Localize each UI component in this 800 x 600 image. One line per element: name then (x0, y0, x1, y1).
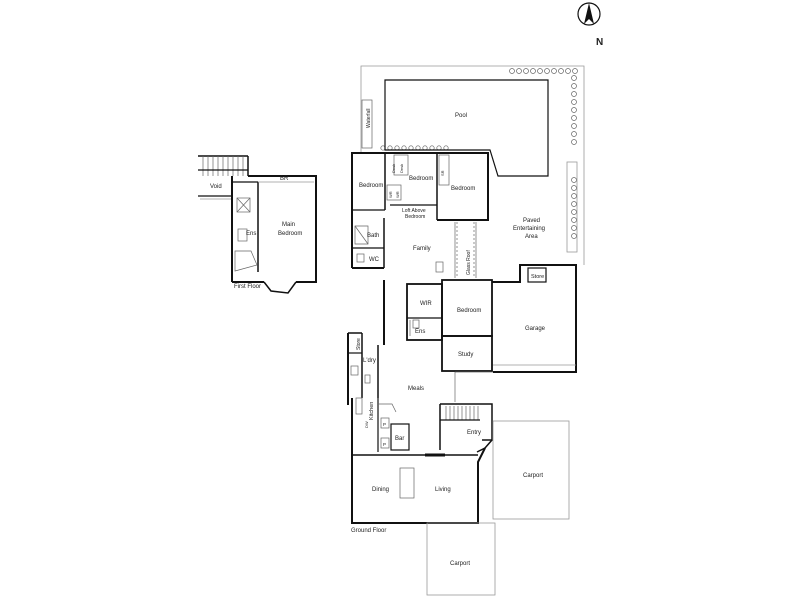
carport-right (492, 420, 570, 520)
garden-hedge (380, 68, 578, 239)
pantry-label-2: P (383, 442, 386, 447)
entry-label: Entry (467, 430, 481, 436)
north-label: N (596, 37, 603, 48)
carport-bottom (426, 522, 496, 596)
bedroom-left-label: Bedroom (359, 183, 383, 189)
paved-area-label-2: Entertaining (513, 226, 545, 232)
desk-label-2: Desk (399, 164, 404, 173)
wc-label: WC (369, 257, 380, 263)
void-label: Void (210, 184, 222, 190)
living-label: Living (435, 487, 451, 493)
br-label: BR (280, 176, 289, 182)
carport-right-label: Carport (523, 473, 543, 479)
pool-outline (384, 79, 549, 177)
carport-bottom-label: Carport (450, 561, 470, 567)
dishwasher-label: DW (364, 421, 369, 428)
loft-above-label-1: Loft Above (402, 208, 426, 214)
bedroom-ensuite-label: Bedroom (457, 308, 481, 314)
meals-label: Meals (408, 386, 424, 392)
desk-label-1: Desk (391, 164, 396, 173)
paved-area-label-1: Paved (523, 218, 540, 224)
ground-floor-plan: Pool Waterfall Bedroom Bedroom Bedroom D… (347, 65, 585, 596)
ensuite-label-ground: Ens (415, 329, 425, 335)
bath-label: Bath (367, 233, 379, 239)
pantry-label-1: P (383, 422, 386, 427)
main-bedroom-label-2: Bedroom (278, 231, 302, 237)
main-bedroom-label-1: Main (282, 222, 295, 228)
wr-label-1: WR (388, 191, 393, 198)
waterfall-label: Waterfall (366, 108, 372, 128)
loft-above-label-2: Bedroom (405, 214, 425, 220)
wr-label-2: WR (395, 191, 400, 198)
glass-roof-label: Glass Roof (466, 250, 472, 275)
first-floor-stairs (198, 155, 249, 176)
study-label: Study (458, 352, 473, 358)
dining-label: Dining (372, 487, 389, 493)
wir-label: WIR (420, 301, 432, 307)
laundry-label: L'dry (363, 358, 376, 364)
bedroom-right-label: Bedroom (451, 186, 475, 192)
ensuite-label-first: Ens (246, 231, 256, 237)
sr-label: SR (440, 170, 445, 176)
ground-floor-caption: Ground Floor (351, 528, 386, 534)
family-label: Family (413, 246, 431, 252)
entry-stairs (439, 403, 493, 450)
garage-store-label: Store (531, 274, 544, 280)
pool-label: Pool (455, 113, 467, 119)
bedroom-middle-label: Bedroom (409, 176, 433, 182)
first-floor-plan: Void BR Main Bedroom Ens First Floor (198, 155, 317, 294)
garage-label: Garage (525, 326, 546, 332)
bar-label: Bar (395, 436, 404, 442)
first-floor-caption: First Floor (234, 284, 261, 290)
laundry-store-label: Store (356, 338, 362, 350)
kitchen-label: Kitchen (369, 402, 375, 420)
paved-area-label-3: Area (525, 234, 538, 240)
north-compass-icon: N (577, 2, 603, 48)
